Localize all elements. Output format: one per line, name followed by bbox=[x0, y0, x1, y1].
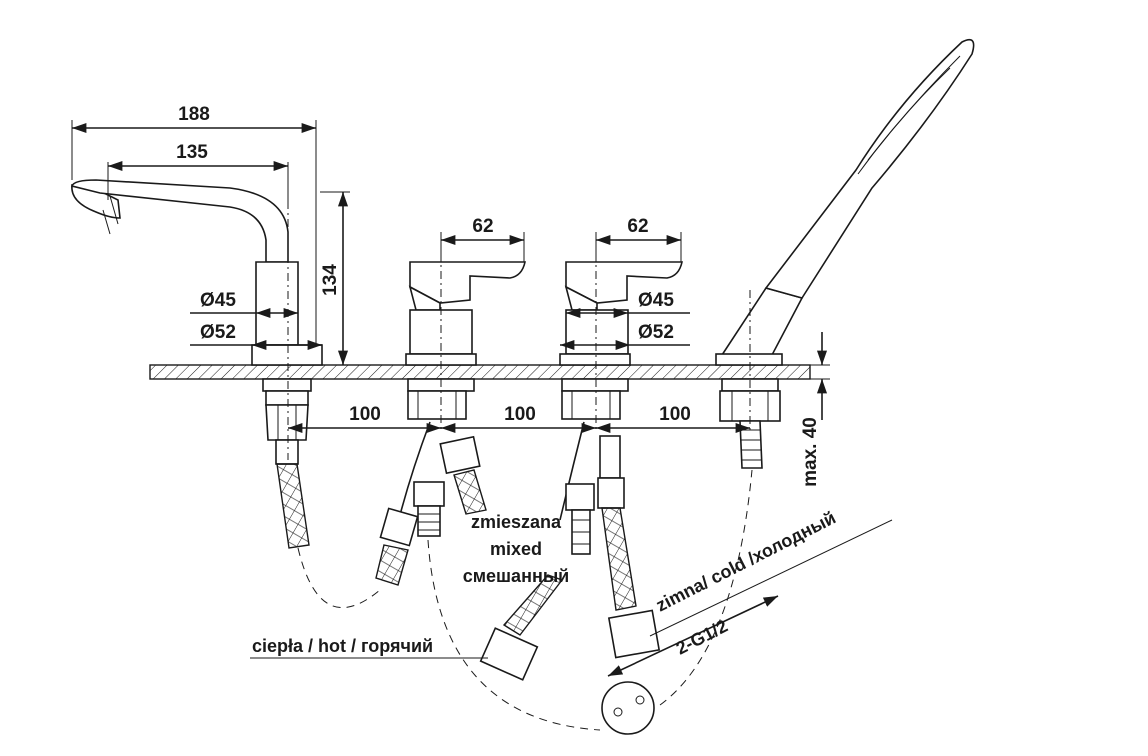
label-mixed-en: mixed bbox=[490, 539, 542, 559]
dim-spout-d45: Ø45 bbox=[200, 290, 236, 311]
handle-dimensions: 62 62 Ø45 Ø52 bbox=[440, 216, 690, 351]
label-hot: ciepła / hot / горячий bbox=[252, 636, 433, 656]
handle-right bbox=[559, 235, 683, 430]
deck-plate bbox=[149, 364, 811, 380]
label-cold: zimna/ cold /холодный bbox=[653, 507, 839, 615]
dim-spacing-1: 100 bbox=[349, 404, 381, 425]
spacing-dimensions: 100 100 100 bbox=[288, 404, 750, 434]
dim-max-40: max. 40 bbox=[800, 417, 821, 487]
dim-handle-d52: Ø52 bbox=[638, 322, 674, 343]
handle-left bbox=[405, 235, 526, 430]
hoses bbox=[297, 421, 753, 735]
dim-spout-d52: Ø52 bbox=[200, 322, 236, 343]
spout bbox=[70, 165, 323, 549]
deck-thickness-dimension: max. 40 bbox=[800, 332, 830, 487]
dim-135: 135 bbox=[176, 142, 208, 163]
hand-shower bbox=[715, 38, 975, 469]
dim-spacing-3: 100 bbox=[659, 404, 691, 425]
dim-handle2-62: 62 bbox=[627, 216, 648, 237]
dim-handle-d45: Ø45 bbox=[638, 290, 674, 311]
spout-dimensions: 188 135 134 Ø45 Ø52 bbox=[71, 104, 350, 365]
dim-188: 188 bbox=[178, 104, 210, 125]
label-mixed-pl: zmieszana bbox=[471, 512, 562, 532]
dim-handle1-62: 62 bbox=[472, 216, 493, 237]
dim-134: 134 bbox=[320, 264, 341, 296]
dim-spacing-2: 100 bbox=[504, 404, 536, 425]
label-mixed-ru: смешанный bbox=[463, 566, 570, 586]
labels: zmieszana mixed смешанный ciepła / hot /… bbox=[250, 507, 893, 677]
